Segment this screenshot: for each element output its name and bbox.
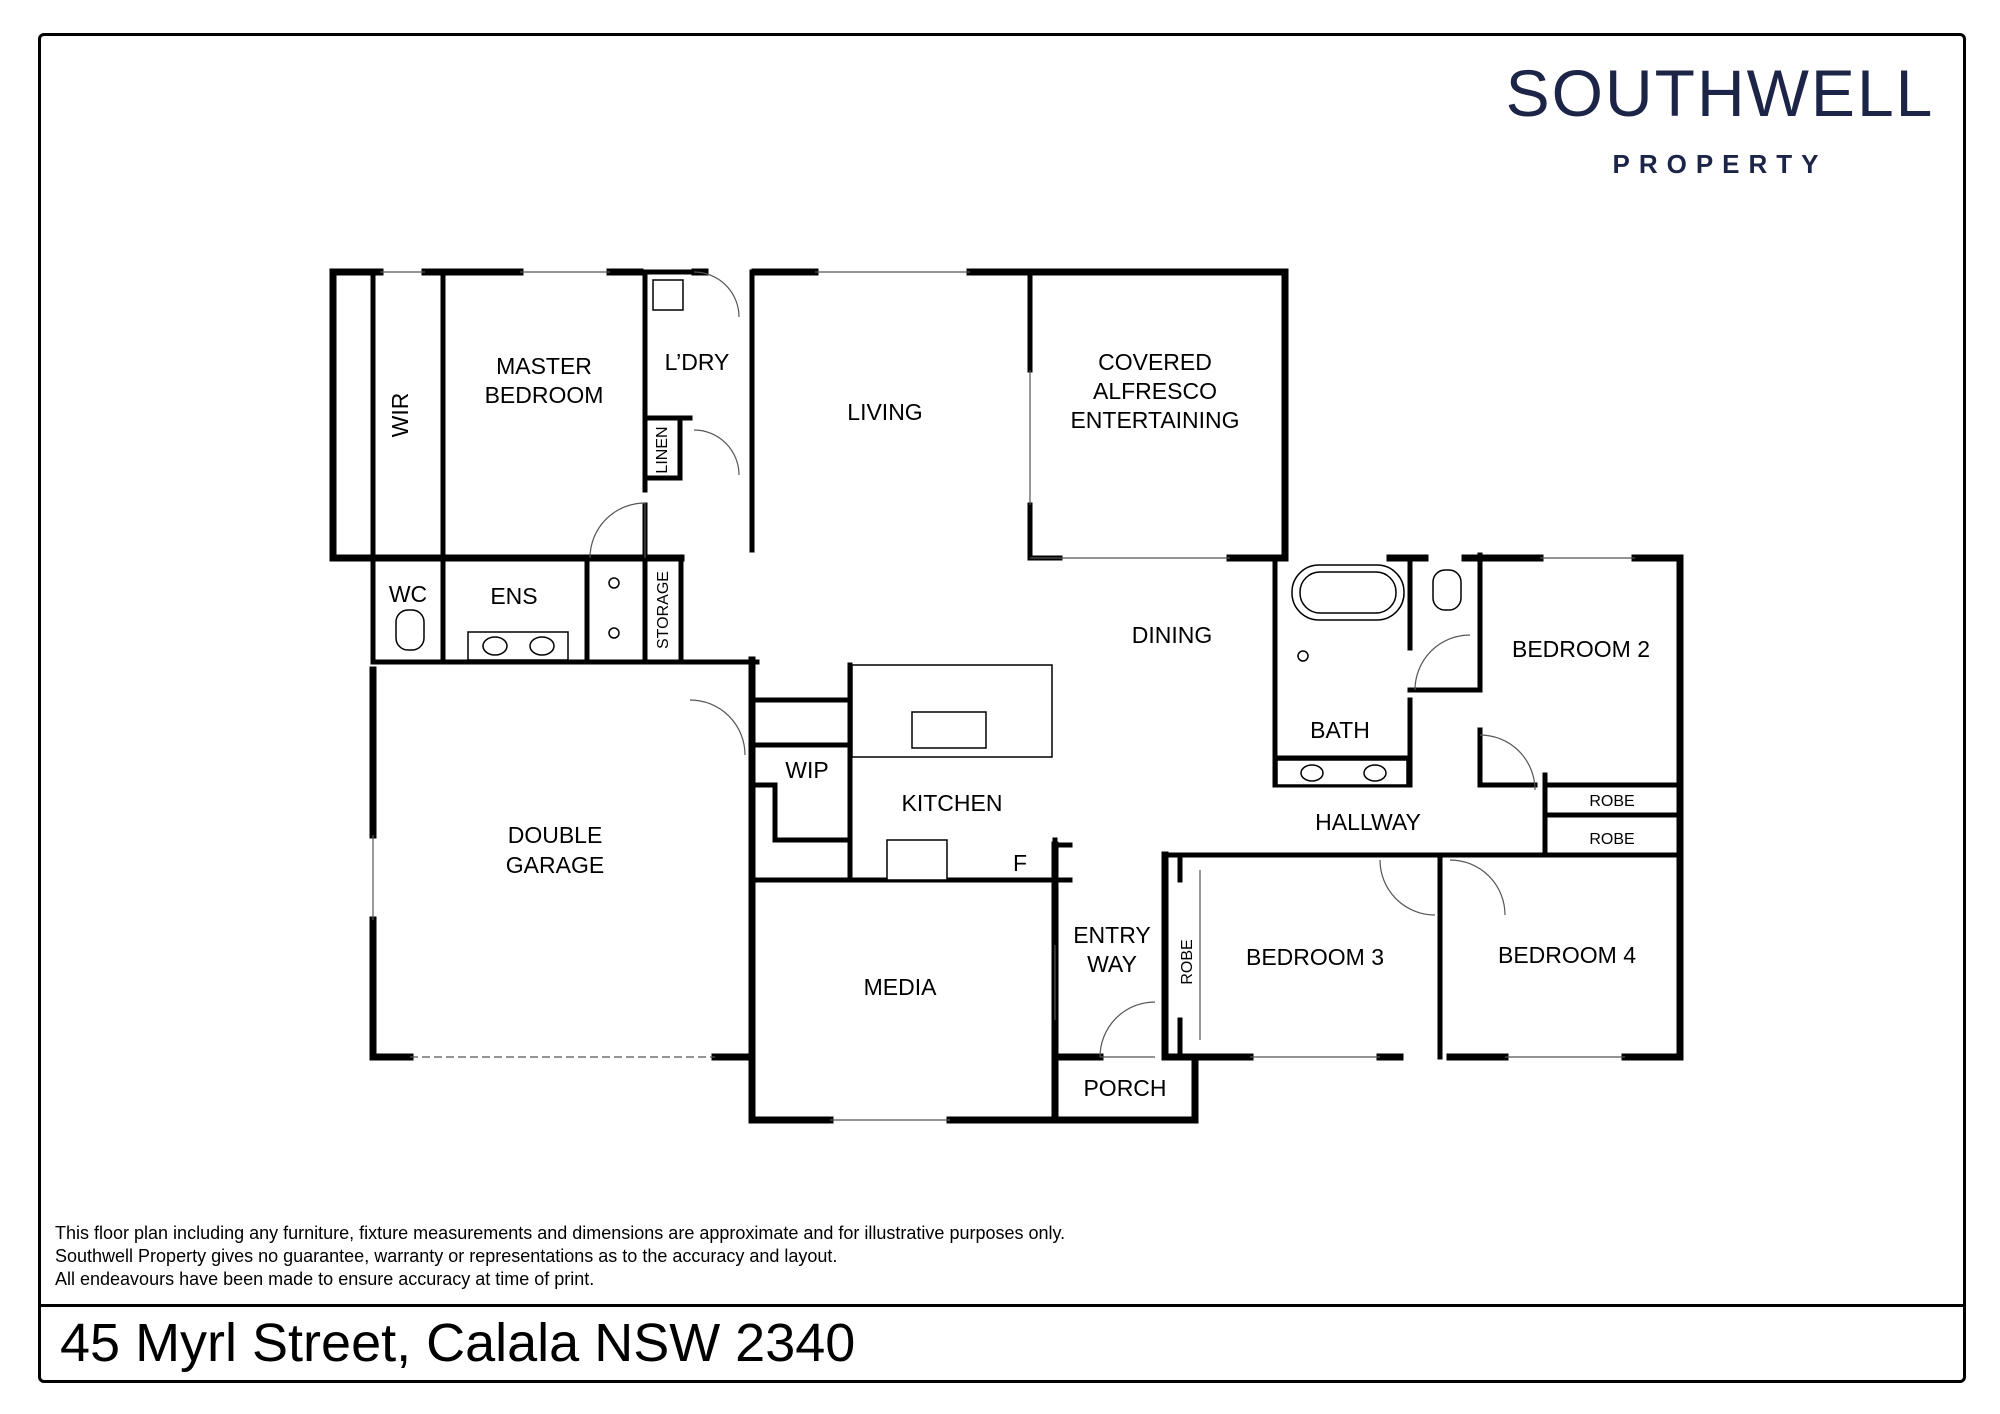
room-label-bedroom-4: BEDROOM 4 — [1498, 942, 1636, 968]
room-label-robe-1: ROBE — [1589, 793, 1634, 810]
room-label-fridge: F — [1013, 850, 1027, 876]
room-label-garage-1: DOUBLE — [508, 822, 603, 848]
disclaimer-line-3: All endeavours have been made to ensure … — [55, 1269, 595, 1289]
room-label-storage: STORAGE — [655, 571, 672, 649]
room-label-porch: PORCH — [1083, 1075, 1166, 1101]
room-label-robe-3: ROBE — [1179, 939, 1196, 984]
room-label-wc: WC — [389, 581, 427, 607]
sink-icon — [911, 711, 987, 749]
room-label-wir: WIR — [387, 393, 413, 438]
disclaimer-line-2: Southwell Property gives no guarantee, w… — [55, 1246, 838, 1266]
room-label-dining: DINING — [1132, 622, 1213, 648]
room-label-entry-2: WAY — [1087, 951, 1137, 977]
brand-name: SOUTHWELL — [1505, 56, 1935, 130]
toilet-icon — [395, 609, 425, 651]
cooktop-icon — [886, 839, 948, 881]
room-labels: WIR MASTER BEDROOM L’DRY LINEN LIVING CO… — [387, 349, 1650, 1101]
room-label-hallway: HALLWAY — [1315, 809, 1421, 835]
room-label-garage-2: GARAGE — [506, 852, 604, 878]
washing-machine-icon — [652, 279, 684, 311]
room-label-master-1: MASTER — [496, 353, 592, 379]
disclaimer: This floor plan including any furniture,… — [55, 1222, 1065, 1291]
room-label-bath: BATH — [1310, 717, 1370, 743]
room-label-laundry: L’DRY — [665, 349, 730, 375]
toilet-icon — [1432, 569, 1462, 611]
property-address: 45 Myrl Street, Calala NSW 2340 — [60, 1313, 856, 1373]
brand-logo: SOUTHWELL PROPERTY — [1500, 55, 1940, 180]
room-label-living: LIVING — [847, 399, 922, 425]
room-label-master-2: BEDROOM — [485, 382, 604, 408]
room-label-media: MEDIA — [864, 974, 938, 1000]
address-divider — [38, 1304, 1966, 1307]
fixtures — [395, 279, 1462, 881]
room-label-linen: LINEN — [654, 426, 671, 473]
brand-subtitle: PROPERTY — [1612, 149, 1828, 179]
disclaimer-line-1: This floor plan including any furniture,… — [55, 1223, 1066, 1243]
page-frame — [38, 33, 1966, 1383]
windows-and-doors — [372, 271, 1635, 1121]
bath-vanity-icon — [1276, 759, 1408, 786]
room-label-entry-1: ENTRY — [1073, 922, 1151, 948]
room-label-wip: WIP — [785, 757, 828, 783]
room-label-bedroom-3: BEDROOM 3 — [1246, 944, 1384, 970]
room-label-alfresco-2: ALFRESCO — [1093, 378, 1217, 404]
room-label-kitchen: KITCHEN — [902, 790, 1003, 816]
room-label-alfresco-3: ENTERTAINING — [1070, 407, 1239, 433]
room-label-alfresco-1: COVERED — [1098, 349, 1212, 375]
room-label-ens: ENS — [490, 583, 537, 609]
room-label-bedroom-2: BEDROOM 2 — [1512, 636, 1650, 662]
room-label-robe-2: ROBE — [1589, 831, 1634, 848]
